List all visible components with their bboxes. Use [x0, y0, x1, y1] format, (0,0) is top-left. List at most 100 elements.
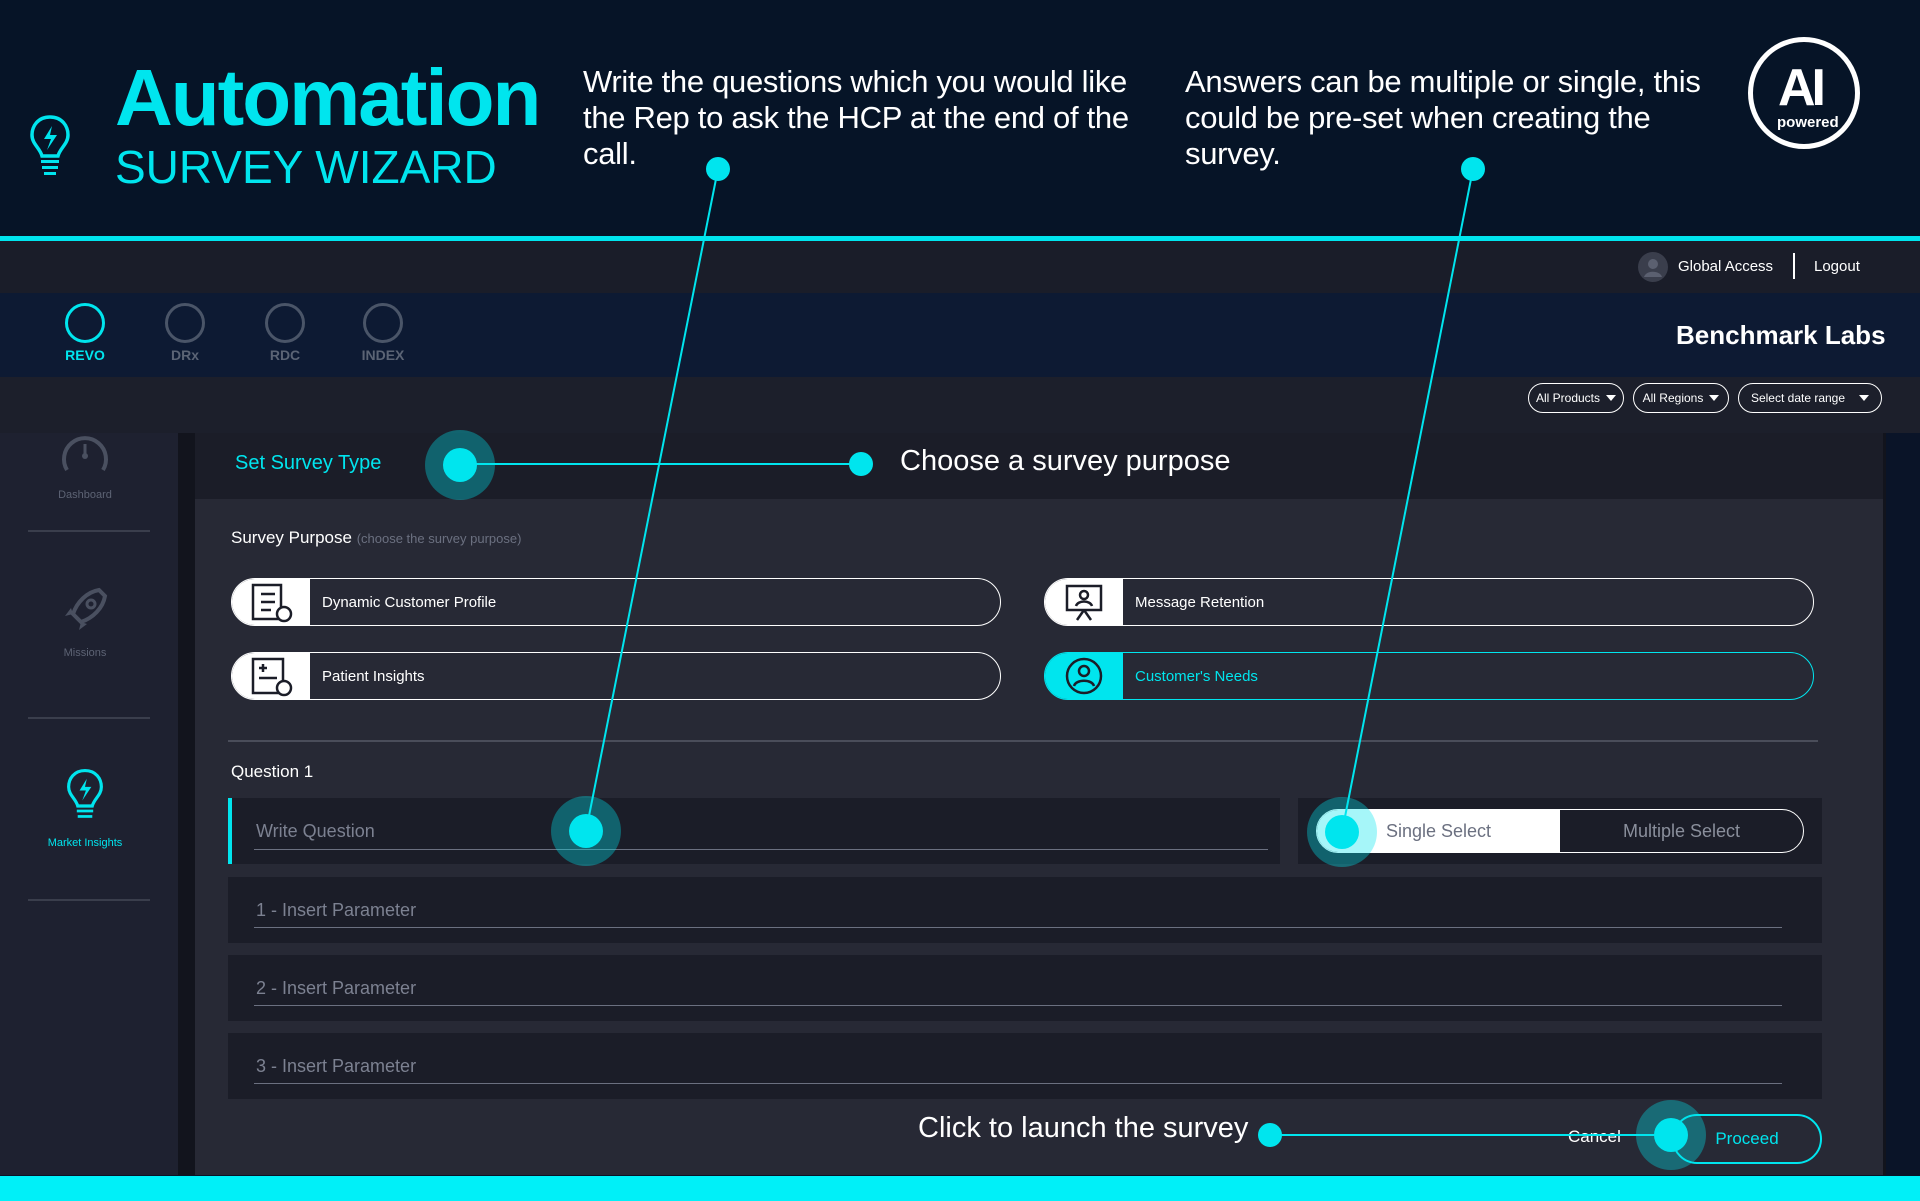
survey-purpose-title: Survey Purpose [231, 528, 352, 547]
opt-icon-wrap [232, 579, 310, 625]
purpose-option-label: Dynamic Customer Profile [322, 593, 497, 611]
annotation-dot [1325, 815, 1359, 849]
date-range-filter-label: Select date range [1750, 391, 1846, 405]
cancel-button[interactable]: Cancel [1568, 1127, 1621, 1146]
presentation-icon [1065, 584, 1103, 621]
question-input[interactable] [254, 813, 1268, 850]
lightbulb-icon [30, 115, 70, 175]
sidebar-divider [28, 899, 150, 901]
sidebar-item-missions[interactable]: Missions [20, 584, 150, 659]
nav-item-label: RDC [269, 347, 301, 363]
annotation-halo [425, 430, 495, 500]
regions-filter[interactable]: All Regions [1633, 383, 1729, 413]
annotation-dot [1654, 1118, 1688, 1152]
regions-filter-label: All Regions [1642, 391, 1704, 405]
sidebar-item-label: Missions [63, 647, 107, 659]
purpose-option-dynamic-customer-profile[interactable]: Dynamic Customer Profile [231, 578, 1001, 626]
customer-icon [1065, 657, 1103, 695]
nav-item-rdc[interactable]: RDC [250, 303, 320, 363]
survey-purpose-label: Survey Purpose (choose the survey purpos… [231, 528, 521, 548]
opt-icon-wrap [1045, 653, 1123, 699]
multiple-select-option[interactable]: Multiple Select [1622, 820, 1741, 841]
filter-bar [0, 377, 1920, 433]
annotation-dot [849, 452, 873, 476]
annotation-halo [551, 796, 621, 866]
purpose-option-label: Patient Insights [322, 667, 425, 685]
nav-item-revo[interactable]: REVO [50, 303, 120, 363]
product-nav [0, 293, 1920, 377]
sidebar-divider [28, 530, 150, 532]
purpose-option-message-retention[interactable]: Message Retention [1044, 578, 1814, 626]
annotation-dot [706, 157, 730, 181]
section-divider [228, 740, 1818, 742]
caret-down-icon [1709, 395, 1720, 401]
nav-item-drx[interactable]: DRx [150, 303, 220, 363]
annotation-dot [1258, 1123, 1282, 1147]
banner-title: Automation [115, 53, 541, 142]
sidebar [0, 433, 178, 1175]
parameter-row [228, 1033, 1822, 1099]
banner-divider [0, 236, 1920, 241]
parameter-row [228, 877, 1822, 943]
medical-chart-icon [251, 657, 293, 697]
annotation-dot [443, 448, 477, 482]
parameter-row [228, 955, 1822, 1021]
caret-down-icon [1606, 395, 1617, 401]
annotation-halo [1636, 1100, 1706, 1170]
index-icon [363, 303, 403, 343]
avatar[interactable] [1638, 252, 1668, 282]
revo-icon [65, 303, 105, 343]
products-filter-label: All Products [1535, 391, 1601, 405]
promo-banner [0, 0, 1920, 238]
nav-item-label: INDEX [361, 347, 405, 363]
purpose-option-patient-insights[interactable]: Patient Insights [231, 652, 1001, 700]
drx-icon [165, 303, 205, 343]
sidebar-item-label: Dashboard [58, 489, 112, 501]
annotation-dot [1461, 157, 1485, 181]
caret-down-icon [1859, 395, 1870, 401]
answer-mode-toggle: Single Select Multiple Select [1316, 809, 1804, 853]
sidebar-divider [28, 717, 150, 719]
opt-icon-wrap [1045, 579, 1123, 625]
global-access-link[interactable]: Global Access [1678, 258, 1774, 275]
opt-icon-wrap [232, 653, 310, 699]
nav-item-index[interactable]: INDEX [348, 303, 418, 363]
lightbulb-icon [67, 768, 103, 818]
purpose-option-label: Message Retention [1135, 593, 1265, 611]
annotation-halo [1307, 797, 1377, 867]
sidebar-item-market-insights[interactable]: Market Insights [20, 766, 150, 849]
question-label: Question 1 [231, 762, 314, 781]
products-filter[interactable]: All Products [1528, 383, 1624, 413]
ai-powered-badge [1748, 37, 1860, 149]
speedometer-icon [62, 436, 108, 472]
ai-badge-subtext: powered [1777, 114, 1839, 131]
callout-answers: Answers can be multiple or single, this … [1185, 64, 1701, 171]
callout-purpose: Choose a survey purpose [900, 445, 1231, 477]
nav-item-label: DRx [170, 347, 199, 363]
logout-link[interactable]: Logout [1814, 258, 1860, 275]
purpose-option-label: Customer's Needs [1135, 667, 1258, 685]
annotation-dot [569, 814, 603, 848]
callout-questions: Write the questions which you would like… [583, 64, 1129, 171]
rdc-icon [265, 303, 305, 343]
survey-purpose-hint: (choose the survey purpose) [356, 531, 522, 546]
banner-subtitle: SURVEY WIZARD [115, 141, 497, 193]
step-label: Set Survey Type [235, 452, 382, 474]
sidebar-item-dashboard[interactable]: Dashboard [20, 430, 150, 501]
parameter-input-1[interactable] [254, 893, 1782, 928]
user-icon [1644, 259, 1662, 277]
ai-badge-text: AI [1778, 59, 1826, 117]
bottom-band [0, 1176, 1920, 1201]
topbar-separator [1793, 253, 1795, 279]
date-range-filter[interactable]: Select date range [1738, 383, 1882, 413]
brand-logo: Benchmark Labs [1676, 320, 1886, 350]
nav-item-label: REVO [65, 347, 105, 363]
checklist-profile-icon [251, 583, 293, 623]
purpose-option-customers-needs[interactable]: Customer's Needs [1044, 652, 1814, 700]
parameter-input-2[interactable] [254, 971, 1782, 1006]
callout-launch: Click to launch the survey [918, 1112, 1249, 1144]
rocket-icon [65, 587, 108, 630]
top-bar [0, 241, 1920, 293]
sidebar-item-label: Market Insights [47, 837, 123, 849]
parameter-input-3[interactable] [254, 1049, 1782, 1084]
